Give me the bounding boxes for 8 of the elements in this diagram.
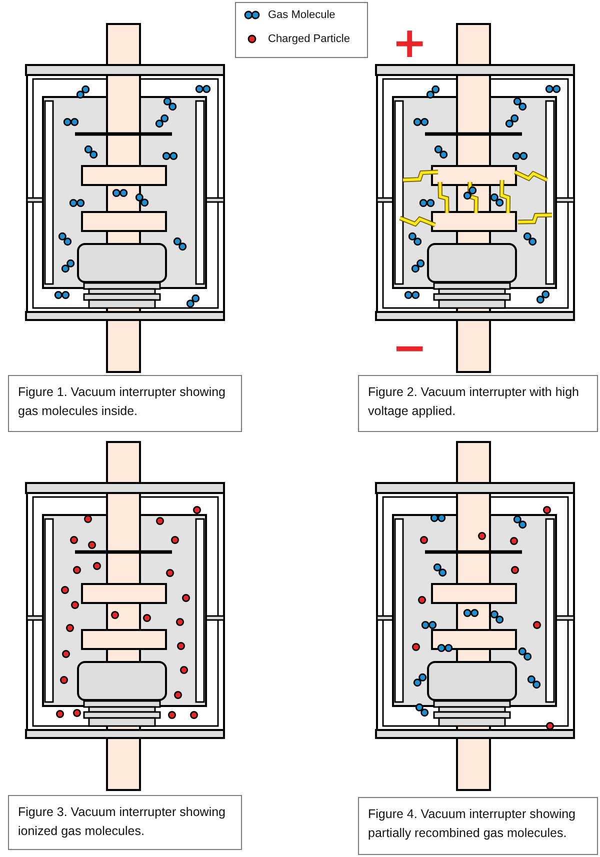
caption-box: Figure 4. Vacuum interrupter showing partially recombined gas molecules. (358, 797, 598, 855)
legend-label: Gas Molecule (268, 9, 336, 21)
minus-sign: − (392, 327, 428, 369)
caption-box: Figure 1. Vacuum interrupter showing gas molecules inside. (8, 375, 242, 432)
legend-label: Charged Particle (268, 33, 350, 45)
caption-box: Figure 2. Vacuum interrupter with high voltage applied. (358, 375, 598, 432)
caption-box: Figure 3. Vacuum interrupter showing ionized gas molecules. (8, 795, 242, 850)
plus-sign: + (392, 22, 428, 64)
